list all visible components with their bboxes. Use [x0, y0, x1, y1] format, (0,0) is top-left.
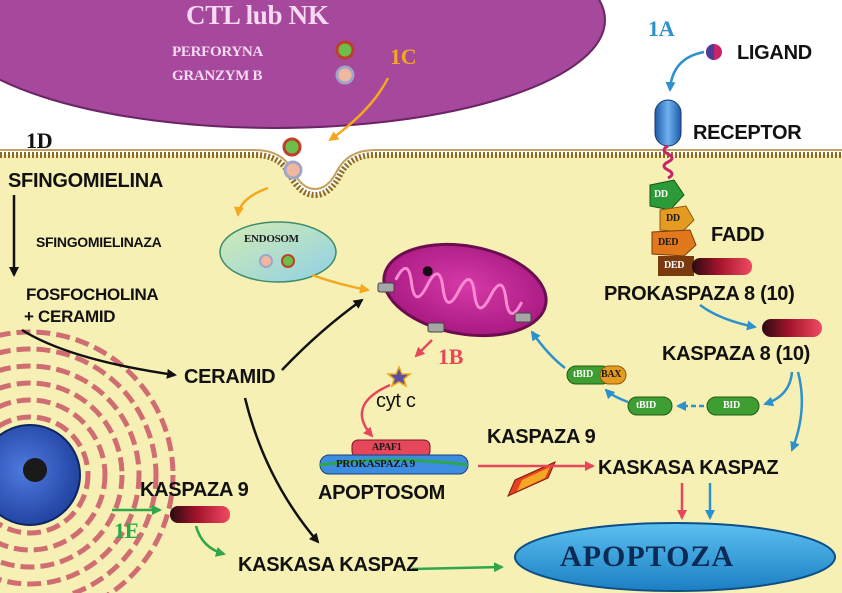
procaspase9-label: PROKASPAZA 9: [336, 458, 416, 470]
granzyme-granule-icon: [335, 65, 355, 85]
granzyme-label: GRANZYM B: [172, 68, 263, 84]
cell-membrane: [0, 152, 842, 199]
perforin-granule-cell-icon: [282, 137, 302, 157]
dd-receptor-domain: [649, 179, 685, 211]
arrow-endosome-to-mitochondrion: [311, 273, 370, 294]
arrow-cytc-to-apoptosome: [360, 383, 391, 438]
sphingomyelinase-label: SFINGOMIELINAZA: [36, 234, 162, 250]
mito-pore-right: [514, 312, 532, 323]
caspase8-pill-icon: [762, 319, 822, 337]
arrow-phosphocholine-to-ceramide: [21, 328, 177, 379]
mitochondrion: [382, 242, 548, 338]
cascade-label: KASKASA KASPAZ: [598, 457, 779, 479]
arrow-granules-to-endosome: [233, 186, 269, 217]
tbid-bax-tbid-label: tBID: [573, 369, 593, 380]
perforin-label: PERFORYNA: [172, 44, 263, 60]
arrow-nuclear-cascade-to-apoptosis: [411, 562, 504, 573]
apaf1-label: APAF1: [372, 442, 402, 453]
arrow-killer-to-cell: [328, 77, 390, 142]
killer-cell: [0, 0, 606, 129]
endosome: [219, 221, 337, 283]
sphingomyelin-label: SFINGOMIELINA: [8, 170, 163, 192]
tbid-label: tBID: [636, 400, 656, 411]
step-1d-label: 1D: [26, 128, 53, 153]
arrow-procaspase8-to-caspase8: [699, 303, 757, 331]
arrow-ceramide-to-mitochondrion: [281, 298, 364, 371]
arrow-mitochondrion-release: [414, 339, 433, 358]
receptor-transmembrane-coil: [662, 144, 674, 180]
procaspase8-ded-domain: [658, 256, 694, 276]
apoptosis-oval: [514, 522, 836, 592]
endosome-label: ENDOSOM: [244, 233, 299, 245]
nuclear-caspase9-pill-icon: [170, 506, 230, 523]
arrow-caspase8-to-bid: [763, 371, 794, 407]
arrow-ceramide-to-cascade: [243, 397, 320, 544]
caspase8-label: KASPAZA 8 (10): [662, 343, 811, 365]
step-1c-label: 1C: [390, 44, 417, 69]
step-1e-label: 1E: [114, 518, 140, 543]
mito-pore-left: [377, 282, 395, 293]
target-cell-cytoplasm: [0, 155, 842, 593]
cytochrome-c-icon: [385, 365, 413, 388]
perforin-granule-icon: [335, 40, 355, 60]
dd-fadd-label: DD: [666, 213, 680, 224]
apoptosome-label: APOPTOSOM: [318, 482, 445, 504]
arrow-tbid-to-bax: [604, 388, 629, 404]
killer-cell-title: CTL lub NK: [186, 0, 329, 30]
caspase9-label: KASPAZA 9: [487, 426, 596, 448]
cytc-label: cyt c: [376, 390, 416, 412]
step-1a-label: 1A: [648, 16, 675, 41]
dd-fadd-domain: [659, 205, 695, 233]
bid-pill: [706, 396, 760, 416]
mito-pore-bottom: [427, 322, 445, 333]
phosphocholine-label: FOSFOCHOLINA: [26, 285, 159, 304]
ligand-label: LIGAND: [737, 42, 812, 64]
receptor-label: RECEPTOR: [693, 122, 802, 144]
dd-receptor-label: DD: [654, 189, 668, 200]
ded-fadd-label: DED: [658, 237, 679, 248]
receptor-icon: [654, 99, 682, 147]
arrow-caspase8-to-cascade: [790, 371, 804, 452]
tbid-bax-bax-label: BAX: [601, 369, 622, 380]
step-1b-label: 1B: [438, 344, 464, 369]
arrow-caspase9-to-nuclear-cascade: [194, 525, 226, 557]
bid-label: BID: [723, 400, 740, 411]
tbid-bax-bax-part: [599, 365, 627, 385]
procaspase8-body: [692, 258, 752, 275]
nuclear-caspase9-label: KASPAZA 9: [140, 479, 249, 501]
plus-ceramide-label: + CERAMID: [24, 307, 116, 326]
apoptosis-label: APOPTOZA: [560, 540, 735, 573]
procaspase8-label: PROKASPAZA 8 (10): [604, 283, 795, 305]
arrow-bax-to-mitochondrion: [530, 330, 566, 369]
arrow-ligand-to-receptor: [665, 50, 705, 92]
nuclear-cascade-label: KASKASA KASPAZ: [238, 554, 419, 576]
tbid-pill: [627, 396, 673, 416]
ded-fadd-domain: [651, 229, 697, 257]
ded-procaspase8-label: DED: [664, 260, 685, 271]
ceramide-label: CERAMID: [184, 366, 276, 388]
fadd-label: FADD: [711, 224, 765, 246]
nucleus-with-er: [0, 329, 176, 593]
granzyme-granule-cell-icon: [283, 160, 303, 180]
